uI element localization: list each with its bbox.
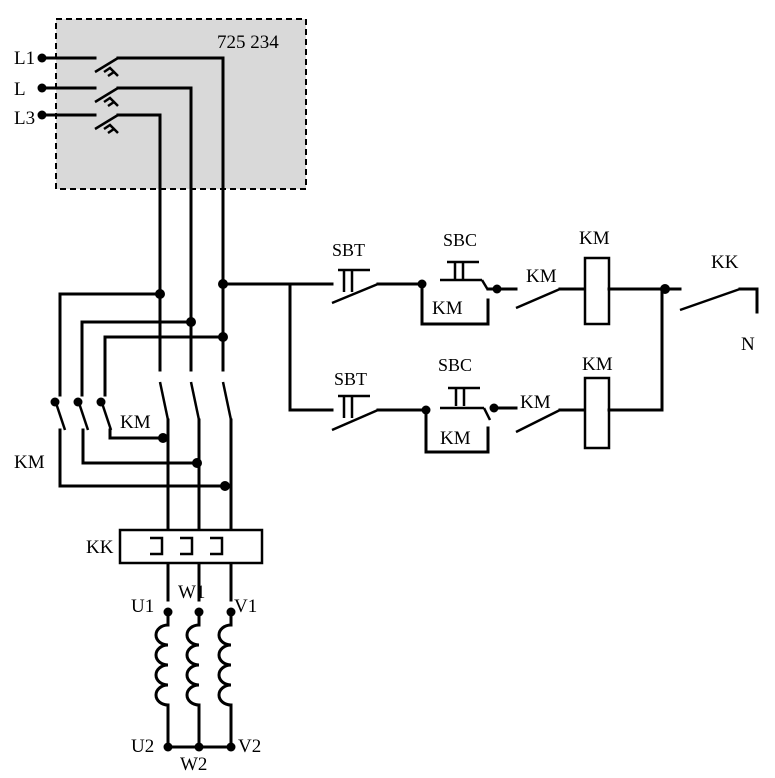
- row2-stop-label: SBT: [334, 369, 367, 389]
- row2-interlock-label: KM: [520, 392, 551, 413]
- control-row-1: [331, 256, 759, 326]
- row2-hold-label: KM: [440, 428, 471, 449]
- row1-coil-label: KM: [579, 228, 610, 249]
- row1-start-label: SBC: [443, 230, 477, 250]
- neutral-label: N: [741, 334, 755, 355]
- breaker-contacts: [94, 56, 225, 135]
- reverse-contactor-label: KM: [14, 452, 45, 473]
- breaker-label: 725 234: [217, 32, 279, 53]
- motor-windings: [154, 607, 236, 752]
- thermal-relay-elements: [150, 536, 224, 556]
- row1-hold-label: KM: [432, 298, 463, 319]
- overload-contact-label: KK: [711, 252, 739, 273]
- supply-l2-label: L: [14, 79, 26, 100]
- reverse-contactor: [50, 292, 227, 488]
- row2-coil-label: KM: [582, 354, 613, 375]
- row1-stop-label: SBT: [332, 240, 365, 260]
- row1-interlock-label: KM: [526, 266, 557, 287]
- main-contactor-label: KM: [120, 412, 151, 433]
- motor-terminal-w2: W2: [180, 754, 207, 775]
- motor-terminal-u2: U2: [131, 736, 154, 757]
- motor-terminal-v2: V2: [238, 736, 261, 757]
- supply-l3-label: L3: [14, 108, 35, 129]
- circuit-breaker-box: [55, 18, 307, 190]
- thermal-relay-label: KK: [86, 537, 114, 558]
- control-row-2: [331, 287, 664, 454]
- motor-terminal-w1: W1: [178, 582, 205, 603]
- control-bus: [221, 282, 334, 412]
- motor-terminal-v1: V1: [234, 596, 257, 617]
- row2-start-label: SBC: [438, 355, 472, 375]
- supply-l1-label: L1: [14, 48, 35, 69]
- main-contactor: [158, 381, 233, 602]
- supply-terminals: [37, 53, 97, 120]
- motor-terminal-u1: U1: [131, 596, 154, 617]
